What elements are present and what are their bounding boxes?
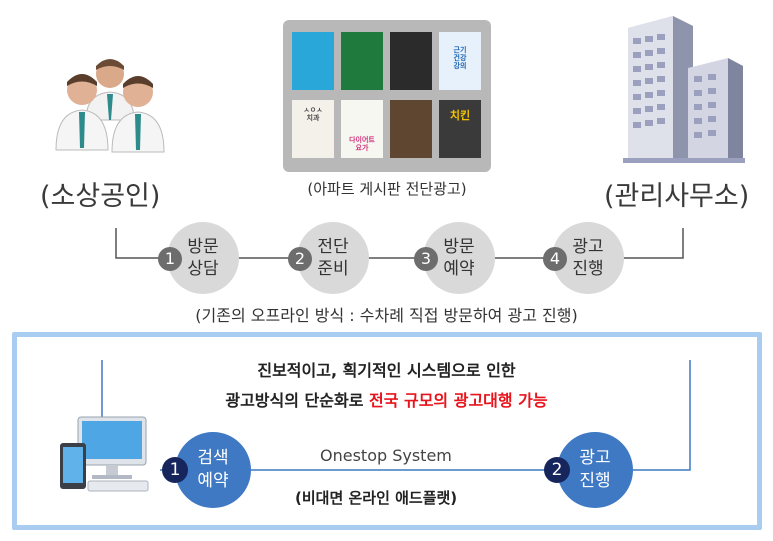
poster-item [341,32,383,90]
step-number-badge: 2 [544,457,570,483]
poster-text: ㅅㅇㅅ 치과 [303,106,323,122]
computer-icon [58,415,158,495]
step-number-badge: 2 [288,247,312,271]
step-number-badge: 3 [414,247,438,271]
step-number-badge: 1 [158,247,182,271]
offline-caption: (기존의 오프라인 방식 : 수차례 직접 방문하여 광고 진행) [195,306,578,325]
poster-text: 근기 건강 강의 [453,46,467,70]
online-panel [12,332,762,530]
building-icon [618,8,748,168]
step-text: 방문 [443,237,475,257]
poster-item: 치킨 [439,100,481,158]
left-label: (소상공인) [40,181,161,212]
system-label: Onestop System [320,446,452,465]
step-text: 방문 [187,237,219,257]
step-text: 예약 [197,471,229,491]
step-text: 전단 [317,237,349,257]
step-text: 광고 [579,448,611,468]
poster-text: 치킨 [449,109,471,122]
step-text: 준비 [317,259,349,279]
poster-item: 다이어트 요가 [341,100,383,158]
step-text: 예약 [443,259,475,279]
offline-step-4: 광고 진행 [552,222,624,294]
headline-line2: 광고방식의 단순화로 전국 규모의 광고대행 가능 [0,387,773,411]
offline-step-2: 전단 준비 [297,222,369,294]
step-text: 상담 [187,259,219,279]
poster-board: 근기 건강 강의 ㅅㅇㅅ 치과 다이어트 요가 치킨 [283,20,491,172]
headline-line1: 진보적이고, 획기적인 시스템으로 인한 [257,361,516,380]
business-owners-icon [50,50,170,160]
platform-label: (비대면 온라인 애드플랫) [295,489,458,507]
poster-item [390,100,432,158]
step-number-badge: 4 [543,247,567,271]
step-text: 광고 [572,237,604,257]
right-label: (관리사무소) [604,181,750,212]
headline-prefix: 광고방식의 단순화로 [225,391,369,410]
step-number-badge: 1 [162,457,188,483]
poster-item [390,32,432,90]
step-text: 진행 [572,259,604,279]
step-text: 검색 [197,448,229,468]
poster-item [292,32,334,90]
headline-highlight: 전국 규모의 광고대행 가능 [368,391,548,410]
poster-item: ㅅㅇㅅ 치과 [292,100,334,158]
poster-item: 근기 건강 강의 [439,32,481,90]
step-text: 진행 [579,471,611,491]
poster-text: 다이어트 요가 [349,136,375,152]
board-caption: (아파트 게시판 전단광고) [307,180,467,198]
